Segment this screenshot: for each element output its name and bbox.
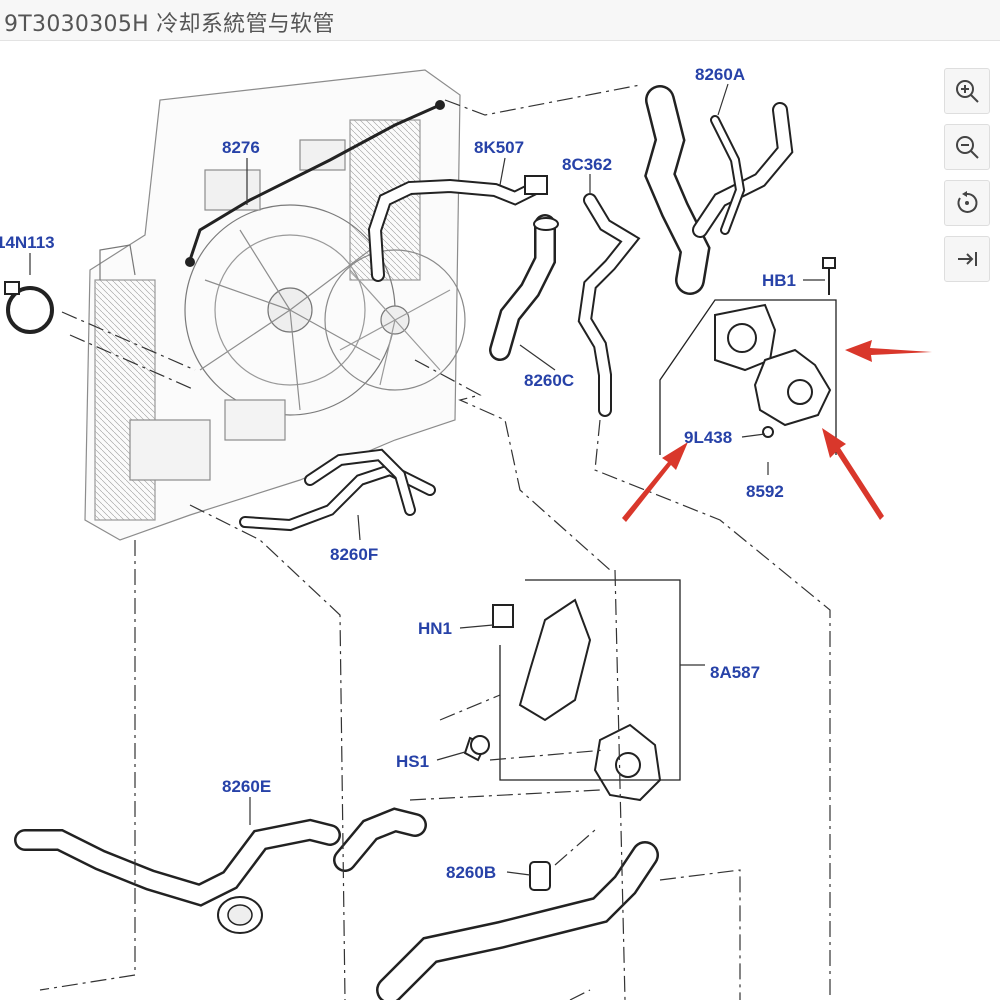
label-8260b[interactable]: 8260B — [446, 863, 496, 882]
label-8260f[interactable]: 8260F — [330, 545, 378, 564]
zoom-in-button[interactable] — [944, 68, 990, 114]
bracket-line-8592 — [659, 299, 837, 455]
label-hs1[interactable]: HS1 — [396, 752, 429, 771]
reset-rotate-button[interactable] — [944, 180, 990, 226]
label-8260c[interactable]: 8260C — [524, 371, 574, 390]
label-hb1[interactable]: HB1 — [762, 271, 796, 290]
parts-diagram: 8276 8K507 8C362 8260A 14N113 HB1 8260C … — [0, 65, 932, 1000]
wire-harness-8276 — [188, 103, 441, 261]
bolt-hb1 — [822, 257, 836, 295]
label-8a587[interactable]: 8A587 — [710, 663, 760, 682]
label-9l438[interactable]: 9L438 — [684, 428, 732, 447]
fit-button[interactable] — [944, 236, 990, 282]
clamp-14n113 — [4, 281, 54, 334]
hose-8260b — [376, 841, 659, 1000]
label-8276[interactable]: 8276 — [222, 138, 260, 157]
bolt-hs1 — [470, 735, 490, 755]
zoom-out-icon — [956, 136, 979, 159]
thermostat-housing-8592 — [714, 303, 832, 438]
bracket-8a587 — [463, 598, 662, 802]
viewer-toolbar — [944, 68, 990, 292]
label-14n113[interactable]: 14N113 — [0, 233, 55, 252]
label-8c362[interactable]: 8C362 — [562, 155, 612, 174]
page-title: 9T3030305H 冷却系統管与软管 — [4, 12, 335, 37]
hose-8260e — [14, 807, 427, 934]
zoom-in-icon — [956, 80, 979, 103]
title-bar: 9T3030305H 冷却系統管与软管 — [0, 0, 1000, 41]
label-pointers — [29, 83, 825, 876]
hose-assembly-8260a — [644, 85, 794, 295]
label-8260a[interactable]: 8260A — [695, 65, 745, 84]
leader-lines — [39, 84, 831, 1000]
arrow-to-line-icon — [958, 252, 977, 266]
label-hn1[interactable]: HN1 — [418, 619, 452, 638]
zoom-out-button[interactable] — [944, 124, 990, 170]
hose-8260f — [239, 448, 436, 532]
label-8k507[interactable]: 8K507 — [474, 138, 524, 157]
annotation-arrows — [622, 340, 932, 522]
label-8592[interactable]: 8592 — [746, 482, 784, 501]
radiator-fan-assembly — [84, 69, 466, 541]
label-8260e[interactable]: 8260E — [222, 777, 271, 796]
rotate-icon — [957, 191, 978, 213]
bracket-line-8a587 — [499, 579, 681, 781]
